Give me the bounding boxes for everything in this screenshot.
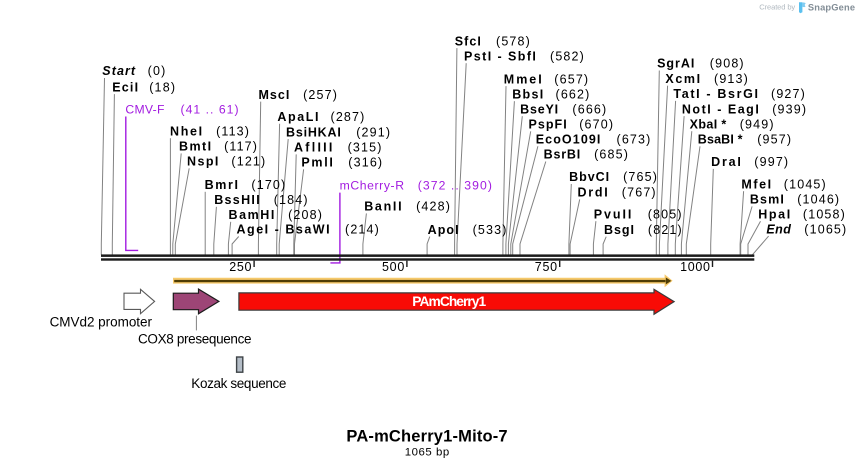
svg-text:(821): (821)	[648, 223, 682, 237]
svg-text:Kozak sequence: Kozak sequence	[191, 376, 286, 391]
svg-text:(170): (170)	[251, 178, 285, 192]
svg-text:(765): (765)	[623, 170, 657, 184]
svg-text:(316): (316)	[348, 156, 382, 170]
svg-text:AgeI - BsaWI: AgeI - BsaWI	[237, 223, 330, 237]
svg-text:(1046): (1046)	[797, 193, 839, 207]
svg-text:NotI - EagI: NotI - EagI	[682, 102, 759, 116]
svg-text:PA-mCherry1-Mito-7: PA-mCherry1-Mito-7	[346, 428, 507, 446]
svg-text:EciI: EciI	[112, 80, 138, 94]
svg-text:PspFI: PspFI	[529, 118, 567, 132]
svg-text:HpaI: HpaI	[758, 207, 790, 221]
svg-text:(997): (997)	[754, 155, 788, 169]
svg-text:(184): (184)	[274, 193, 308, 207]
svg-text:End: End	[766, 222, 791, 236]
svg-text:BmtI: BmtI	[179, 140, 211, 154]
svg-text:(805): (805)	[648, 207, 682, 221]
svg-text:MmeI: MmeI	[504, 72, 542, 86]
svg-text:(670): (670)	[579, 118, 613, 132]
svg-text:AflIII: AflIII	[294, 141, 332, 155]
svg-text:BsgI: BsgI	[604, 223, 634, 237]
svg-text:1065 bp: 1065 bp	[405, 446, 449, 458]
svg-text:Created by: Created by	[759, 2, 795, 11]
svg-text:(41 .. 61): (41 .. 61)	[181, 102, 239, 116]
svg-text:(927): (927)	[771, 87, 805, 101]
svg-text:(117): (117)	[224, 140, 257, 154]
svg-text:(208): (208)	[288, 208, 322, 222]
svg-text:250: 250	[229, 260, 251, 274]
svg-text:(372 .. 390): (372 .. 390)	[418, 179, 492, 193]
svg-text:(685): (685)	[594, 148, 628, 162]
svg-text:BseYI: BseYI	[520, 102, 558, 116]
svg-text:BmrI: BmrI	[205, 178, 238, 192]
svg-text:PvuII: PvuII	[594, 207, 632, 221]
svg-text:500: 500	[382, 260, 404, 274]
svg-text:CMV-F: CMV-F	[125, 102, 164, 116]
svg-text:ApoI: ApoI	[428, 223, 459, 237]
svg-text:(949): (949)	[740, 117, 774, 131]
svg-text:(939): (939)	[772, 102, 806, 116]
svg-text:DrdI: DrdI	[578, 186, 608, 200]
svg-text:SfcI: SfcI	[455, 34, 481, 48]
svg-text:(957): (957)	[757, 133, 791, 147]
svg-text:750: 750	[535, 260, 557, 274]
svg-text:BsaBI *: BsaBI *	[698, 133, 743, 147]
svg-text:(908): (908)	[710, 57, 744, 71]
svg-text:(913): (913)	[714, 72, 748, 86]
svg-text:(1058): (1058)	[803, 207, 845, 221]
svg-text:mCherry-R: mCherry-R	[340, 179, 405, 193]
svg-text:(18): (18)	[149, 80, 175, 94]
svg-text:(578): (578)	[496, 34, 530, 48]
svg-text:BsrBI: BsrBI	[544, 148, 581, 162]
svg-text:Start: Start	[102, 64, 136, 78]
svg-text:(533): (533)	[473, 223, 507, 237]
svg-text:(1045): (1045)	[784, 177, 826, 191]
svg-text:(662): (662)	[556, 87, 590, 101]
svg-text:(657): (657)	[554, 72, 588, 86]
svg-text:CMVd2 promoter: CMVd2 promoter	[50, 314, 153, 329]
svg-text:NspI: NspI	[187, 155, 218, 169]
svg-text:MscI: MscI	[259, 88, 290, 102]
svg-text:(767): (767)	[622, 186, 656, 200]
svg-text:XbaI *: XbaI *	[690, 117, 727, 131]
svg-text:(673): (673)	[617, 132, 651, 146]
svg-text:(428): (428)	[416, 200, 450, 214]
svg-text:BamHI: BamHI	[229, 208, 275, 222]
svg-text:COX8 presequence: COX8 presequence	[138, 331, 252, 346]
svg-text:(113): (113)	[216, 124, 249, 138]
svg-text:(287): (287)	[331, 110, 365, 124]
svg-text:ApaLI: ApaLI	[277, 110, 318, 124]
svg-text:(315): (315)	[348, 141, 382, 155]
svg-text:PAmCherry1: PAmCherry1	[412, 294, 486, 309]
svg-text:BbsI: BbsI	[512, 87, 543, 101]
svg-text:TatI - BsrGI: TatI - BsrGI	[673, 87, 758, 101]
svg-text:(0): (0)	[148, 64, 166, 78]
svg-text:(1065): (1065)	[804, 222, 846, 236]
svg-text:1000: 1000	[680, 260, 710, 274]
svg-text:(214): (214)	[345, 223, 379, 237]
svg-text:SnapGene: SnapGene	[808, 3, 855, 13]
svg-text:DraI: DraI	[711, 155, 741, 169]
svg-text:MfeI: MfeI	[741, 177, 771, 191]
svg-text:(291): (291)	[356, 125, 390, 139]
svg-text:(121): (121)	[231, 155, 265, 169]
svg-text:BsmI: BsmI	[750, 193, 784, 207]
svg-text:BsiHKAI: BsiHKAI	[286, 125, 341, 139]
svg-text:NheI: NheI	[170, 124, 202, 138]
svg-text:PmlI: PmlI	[301, 156, 333, 170]
svg-text:(582): (582)	[550, 49, 584, 63]
svg-text:BbvCI: BbvCI	[569, 170, 609, 184]
svg-text:(666): (666)	[572, 102, 606, 116]
svg-text:PstI - SbfI: PstI - SbfI	[464, 49, 536, 63]
svg-text:EcoO109I: EcoO109I	[536, 132, 601, 146]
svg-text:BanII: BanII	[364, 200, 401, 214]
svg-text:SgrAI: SgrAI	[657, 57, 694, 71]
svg-text:(257): (257)	[303, 88, 337, 102]
svg-text:BssHII: BssHII	[214, 193, 260, 207]
